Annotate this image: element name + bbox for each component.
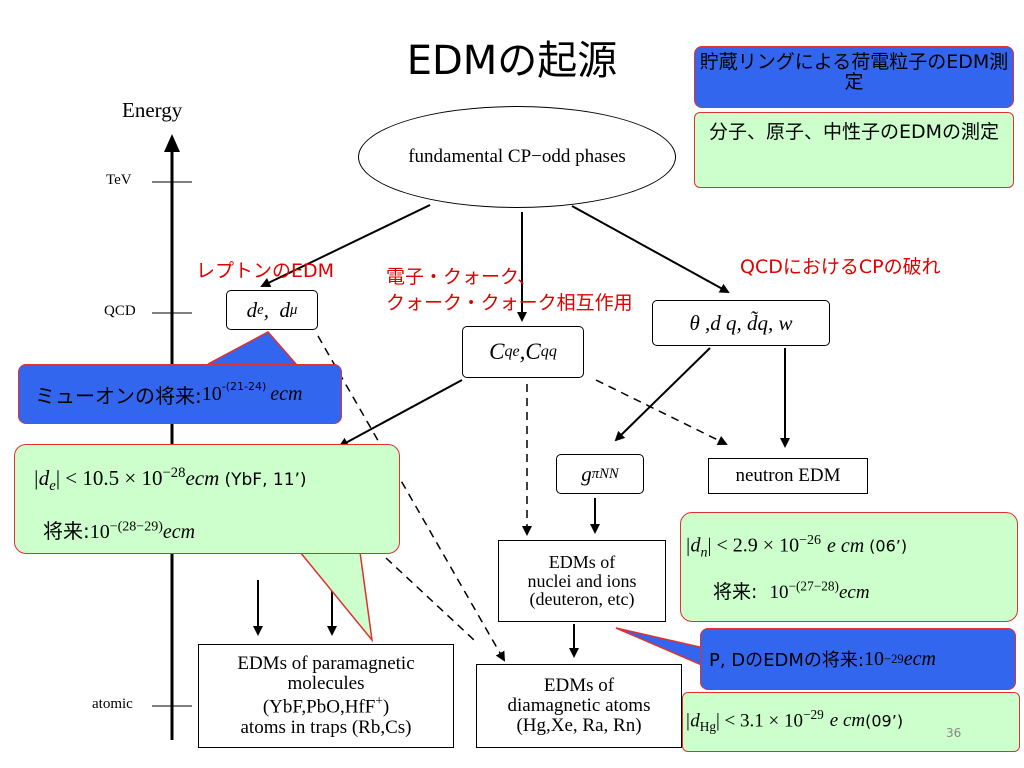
arrow-theta-g <box>614 347 711 442</box>
arrow-cq-para <box>338 379 463 447</box>
dash-cq-neutron <box>595 379 728 445</box>
tick-label-qcd: QCD <box>104 303 136 319</box>
neutron-edm-node: neutron EDM <box>708 458 868 494</box>
pd-callout-tail <box>615 627 705 668</box>
qcd-cp-label: QCDにおけるCPの破れ <box>740 256 941 278</box>
electron-callout-tail <box>298 551 374 643</box>
fundamental-node: fundamental CP−odd phases <box>358 106 676 208</box>
dash-mid <box>385 557 475 641</box>
arrow-to-theta <box>571 205 730 293</box>
axis-label: Energy <box>122 98 183 122</box>
theta-node: θ ,d q, d̃q, w <box>652 300 830 346</box>
page-number: 36 <box>946 726 962 740</box>
paramagnetic-node: EDMs of paramagnetic molecules (YbF,PbO,… <box>198 644 454 748</box>
storage-ring-callout: 貯蔵リングによる荷電粒子のEDM測定 <box>694 46 1014 108</box>
slide-title: EDMの起源 <box>406 38 618 84</box>
molecules-callout: 分子、原子、中性子のEDMの測定 <box>694 112 1014 188</box>
arrow-to-lepton <box>260 204 431 288</box>
muon-callout-tail <box>207 331 298 365</box>
lepton-edm-label: レプトンのEDM <box>196 260 335 282</box>
dash-lepton-dia <box>317 335 505 662</box>
tick-label-tev: TeV <box>106 172 132 188</box>
muon-future-callout: ミューオンの将来:10-(21-24)ecm <box>18 364 342 424</box>
electron-edm-callout: |de| < 10.5 × 10−28ecm (YbF, 11’) 将来:10−… <box>14 444 400 554</box>
quark-label-line1: 電子・クォーク、 <box>386 266 537 288</box>
quark-label-line2: クォーク・クォーク相互作用 <box>386 292 633 314</box>
tick-label-atomic: atomic <box>92 696 133 712</box>
